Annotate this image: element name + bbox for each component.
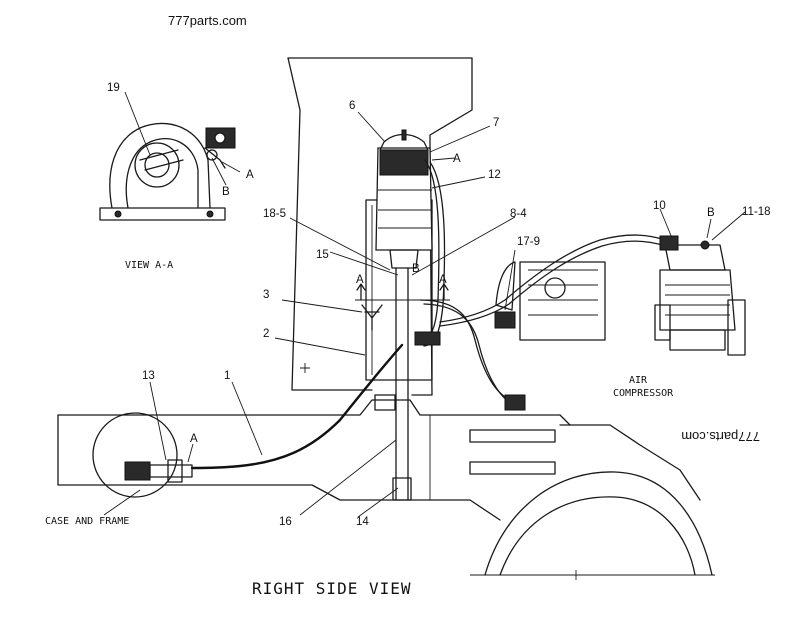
callout-6: 6 xyxy=(349,100,355,112)
callout-b-dryer: B xyxy=(412,263,420,275)
callout-11-18: 11-18 xyxy=(742,206,771,218)
callout-14: 14 xyxy=(356,516,369,528)
callout-1: 1 xyxy=(224,370,230,382)
callout-10: 10 xyxy=(653,200,666,212)
frame-rails xyxy=(57,399,701,521)
callout-a-left: A xyxy=(356,274,364,286)
callout-8-4: 8-4 xyxy=(510,208,527,220)
callout-16: 16 xyxy=(279,516,292,528)
callout-b-compressor: B xyxy=(707,207,715,219)
air-compressor xyxy=(654,235,746,356)
callout-b-inset: B xyxy=(222,186,230,198)
view-a-a-inset xyxy=(99,122,236,221)
watermark-side: 777parts.com xyxy=(681,429,760,444)
callout-19: 19 xyxy=(107,82,120,94)
watermark-top: 777parts.com xyxy=(168,13,247,28)
callout-a-inset: A xyxy=(246,169,254,181)
caption-air: AIR xyxy=(629,375,648,386)
valve-13 xyxy=(124,459,193,483)
case-frame-circle xyxy=(92,412,178,498)
engine-block xyxy=(519,261,606,341)
callout-a-right: A xyxy=(439,274,447,286)
callout-15: 15 xyxy=(316,249,329,261)
callout-13: 13 xyxy=(142,370,155,382)
callout-12: 12 xyxy=(488,169,501,181)
air-dryer-6 xyxy=(375,129,433,269)
callout-a-valve: A xyxy=(190,433,198,445)
caption-compressor: COMPRESSOR xyxy=(613,388,674,399)
view-caption: VIEW A-A xyxy=(125,260,173,271)
page-title: RIGHT SIDE VIEW xyxy=(252,579,412,598)
bracket-17-9 xyxy=(494,261,516,329)
callout-3: 3 xyxy=(263,289,269,301)
callout-7: 7 xyxy=(493,117,499,129)
hoses xyxy=(190,159,666,470)
leader-lines xyxy=(103,91,746,518)
wheel-housing xyxy=(470,471,715,580)
caption-case-frame: CASE AND FRAME xyxy=(45,516,129,527)
callout-18-5: 18-5 xyxy=(263,208,286,220)
vertical-rod xyxy=(374,267,412,501)
section-markers xyxy=(355,283,450,331)
callout-17-9: 17-9 xyxy=(517,236,540,248)
callout-a-dryer: A xyxy=(453,153,461,165)
callout-2: 2 xyxy=(263,328,269,340)
